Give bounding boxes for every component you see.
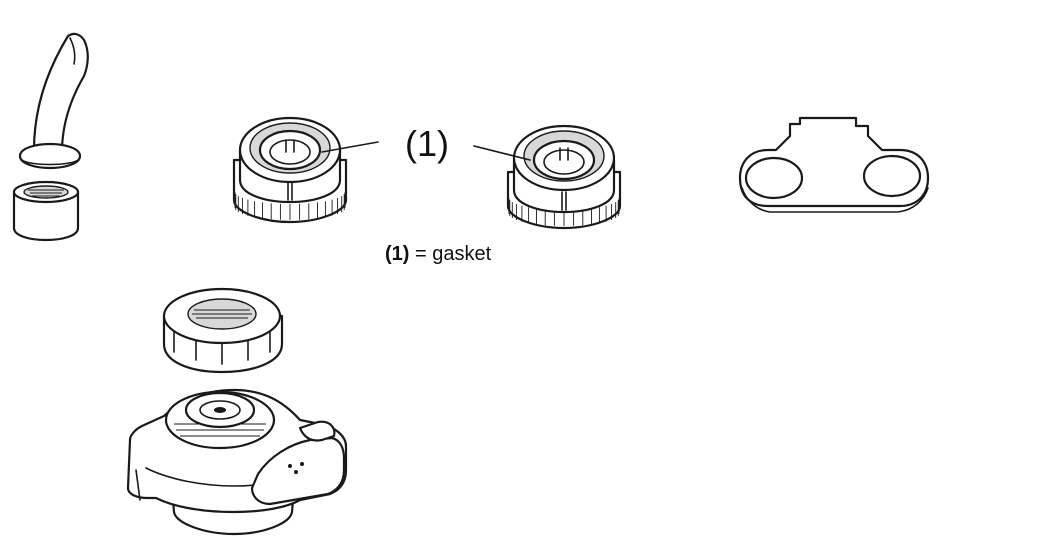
union-nut-with-gasket-icon-right: [506, 124, 622, 230]
leader-line-left: [321, 141, 379, 153]
threaded-nut-icon: [12, 180, 80, 242]
curved-tube-with-collar-icon: [18, 32, 89, 170]
gasket-callout-number: (1): [405, 123, 449, 164]
pump-housing-base-icon: [126, 388, 348, 536]
leader-line-right: [473, 145, 531, 161]
gasket-legend: (1) = gasket: [385, 242, 491, 266]
knurled-cap-nut-icon: [162, 287, 284, 374]
legend-key: (1): [385, 243, 410, 265]
union-nut-with-gasket-icon-left: [232, 116, 348, 224]
legend-text: = gasket: [409, 243, 492, 265]
double-hole-mounting-plate-icon: [738, 116, 930, 213]
